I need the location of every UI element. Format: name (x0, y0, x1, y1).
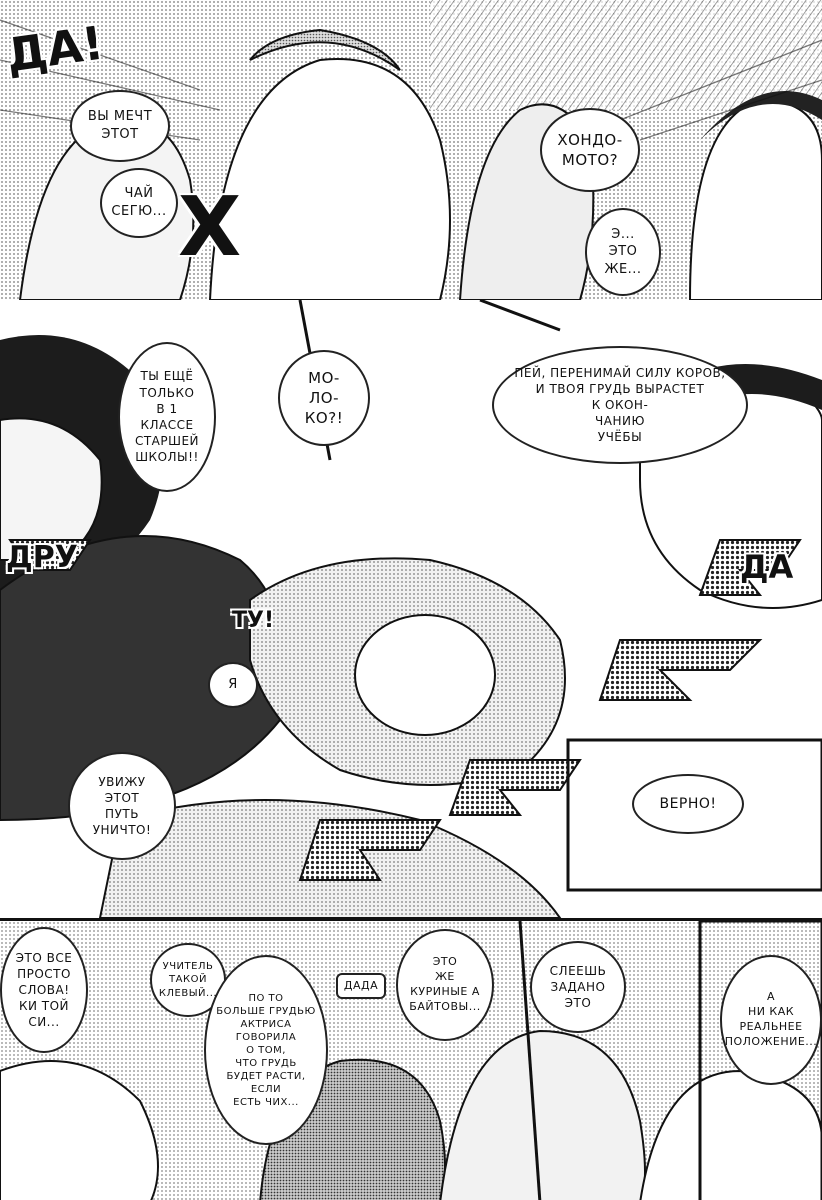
bubble-text: ЭТО ВСЕ ПРОСТО СЛОВА! КИ ТОЙ СИ... (15, 950, 73, 1030)
sfx-middle-left: ДРУ (6, 540, 78, 575)
speech-bubble-middle-center: МО- ЛО- КО?! (278, 350, 370, 446)
sfx-top-center: Х (178, 180, 242, 275)
speech-bubble-bottom-1: ЭТО ВСЕ ПРОСТО СЛОВА! КИ ТОЙ СИ... (0, 927, 88, 1053)
bubble-text: ЧАЙ СЕГЮ... (111, 186, 167, 219)
bubble-text: СЛЕЕШЬ ЗАДАНО ЭТО (549, 963, 607, 1011)
speech-bubble-bottom-4: ЭТО ЖЕ КУРИНЫЕ А БАЙТОВЫ... (396, 929, 494, 1041)
speech-bubble-middle-lower-left-1: Я (208, 662, 258, 708)
sfx-dotted-blocks (8, 539, 802, 881)
bubble-text: УВИЖУ ЭТОТ ПУТЬ УНИЧТО! (92, 774, 152, 838)
bubble-text: Э... ЭТО ЖЕ... (604, 226, 642, 277)
speech-bubble-bottom-5: ДАДА (336, 973, 386, 999)
bubble-text: Я (228, 677, 238, 693)
speech-bubble-top-left-2: ЧАЙ СЕГЮ... (100, 168, 178, 238)
speech-bubble-top-right: ХОНДО- МОТО? (540, 108, 640, 192)
bubble-text: ВЫ МЕЧТ ЭТОТ (87, 109, 153, 142)
speech-bubble-middle-lower-right: ВЕРНО! (632, 774, 744, 834)
speech-bubble-middle-left: ТЫ ЕЩЁ ТОЛЬКО В 1 КЛАССЕ СТАРШЕЙ ШКОЛЫ!! (118, 342, 216, 492)
speech-bubble-middle-right: ПЕЙ, ПЕРЕНИМАЙ СИЛУ КОРОВ, И ТВОЯ ГРУДЬ … (492, 346, 748, 464)
sfx-middle-right: ДА (740, 548, 794, 586)
panel-middle: ДРУ ДА ТУ! ТЫ ЕЩЁ ТОЛЬКО В 1 КЛАССЕ СТАР… (0, 300, 822, 918)
bubble-text: УЧИТЕЛЬ ТАКОЙ КЛЕВЫЙ... (158, 960, 218, 999)
speech-bubble-bottom-7: А НИ КАК РЕАЛЬНЕЕ ПОЛОЖЕНИЕ... (720, 955, 822, 1085)
speech-bubble-middle-lower-left-2: УВИЖУ ЭТОТ ПУТЬ УНИЧТО! (68, 752, 176, 860)
bubble-text: ДАДА (343, 978, 379, 992)
bubble-text: ТЫ ЕЩЁ ТОЛЬКО В 1 КЛАССЕ СТАРШЕЙ ШКОЛЫ!! (134, 369, 200, 465)
panel-bottom: ЦУ ЭТО ВСЕ ПРОСТО СЛОВА! КИ ТОЙ СИ... УЧ… (0, 918, 822, 1200)
bubble-text: А НИ КАК РЕАЛЬНЕЕ ПОЛОЖЕНИЕ... (724, 990, 818, 1048)
bubble-text: ПЕЙ, ПЕРЕНИМАЙ СИЛУ КОРОВ, И ТВОЯ ГРУДЬ … (514, 365, 726, 445)
sfx-middle-center: ТУ! (232, 608, 275, 633)
panel-top: ДА! Х ВЫ МЕЧТ ЭТОТ ЧАЙ СЕГЮ... ХОНДО- МО… (0, 0, 822, 300)
speech-bubble-top-bottom: Э... ЭТО ЖЕ... (585, 208, 661, 296)
speech-bubble-bottom-3-body: ПО ТО БОЛЬШЕ ГРУДЬЮ АКТРИСА ГОВОРИЛА О Т… (204, 955, 328, 1145)
bubble-text: ПО ТО БОЛЬШЕ ГРУДЬЮ АКТРИСА ГОВОРИЛА О Т… (216, 992, 316, 1108)
speech-bubble-top-left-1: ВЫ МЕЧТ ЭТОТ (70, 90, 170, 162)
bubble-text: ВЕРНО! (659, 795, 717, 812)
bubble-text: ХОНДО- МОТО? (557, 130, 623, 169)
speech-bubble-bottom-6: СЛЕЕШЬ ЗАДАНО ЭТО (530, 941, 626, 1033)
speech-bubble-bottom-2: УЧИТЕЛЬ ТАКОЙ КЛЕВЫЙ... (150, 943, 226, 1017)
bubble-text: МО- ЛО- КО?! (304, 368, 344, 428)
bubble-text: ЭТО ЖЕ КУРИНЫЕ А БАЙТОВЫ... (409, 955, 481, 1013)
